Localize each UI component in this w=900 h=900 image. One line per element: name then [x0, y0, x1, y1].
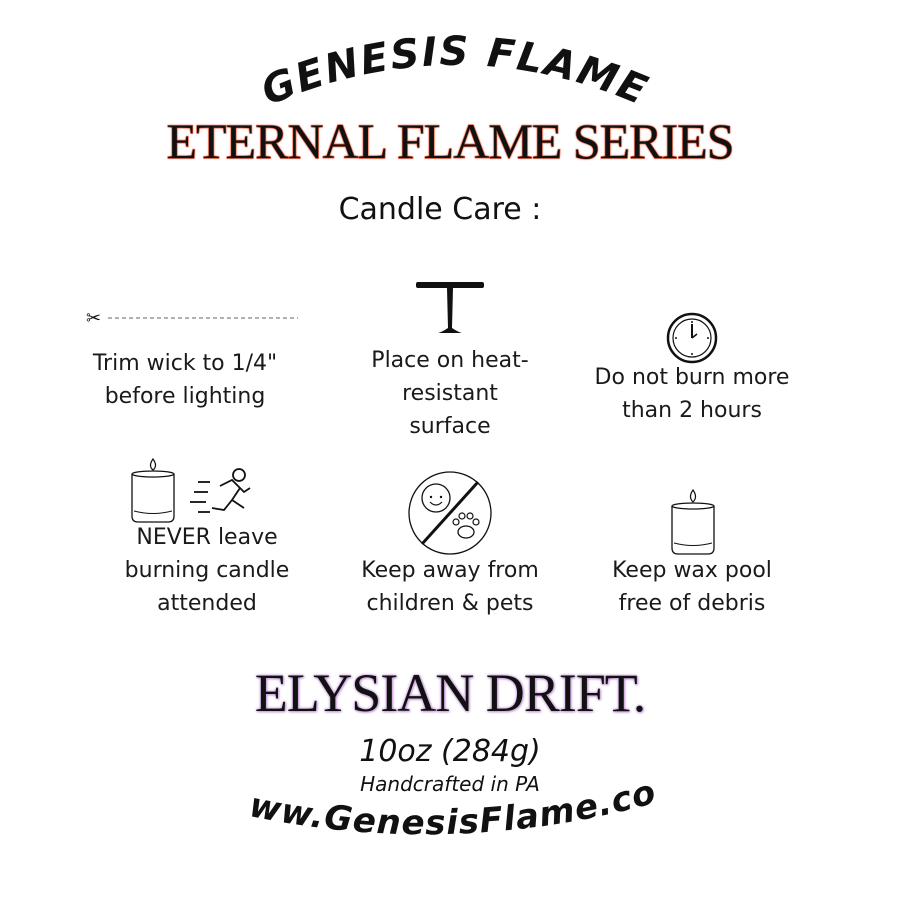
table-icon — [416, 282, 484, 333]
instruction-heat-resistant: Place on heat- resistant surface — [371, 344, 528, 443]
instruction-line: surface — [409, 414, 491, 439]
candle-icon — [671, 488, 715, 555]
scent-name: ELYSIAN DRIFT. — [254, 663, 647, 723]
instruction-burn-time: Do not burn more than 2 hours — [595, 361, 790, 427]
instruction-line: Keep away from — [361, 558, 539, 583]
instruction-line: attended — [157, 591, 257, 616]
svg-text:✂: ✂ — [86, 308, 101, 329]
series-title: ETERNAL FLAME SERIES — [166, 112, 735, 169]
brand-title: GENESIS FLAME — [255, 29, 653, 115]
candle-running-person-icon — [131, 457, 251, 523]
instruction-children-pets: Keep away from children & pets — [361, 554, 539, 620]
svg-text:GENESIS FLAME: GENESIS FLAME — [255, 29, 655, 115]
instruction-line: children & pets — [366, 591, 534, 616]
weight: 10oz (284g) — [359, 734, 541, 769]
instruction-line: than 2 hours — [622, 398, 762, 423]
instruction-line: resistant — [402, 381, 498, 406]
instruction-line: before lighting — [104, 384, 266, 409]
instruction-wax-pool: Keep wax pool free of debris — [612, 554, 772, 620]
origin: Handcrafted in PA — [360, 772, 540, 796]
care-heading: Candle Care : — [338, 192, 542, 227]
clock-icon — [666, 312, 718, 364]
instruction-line: NEVER leave — [136, 525, 278, 550]
instruction-line: Place on heat- — [371, 348, 529, 373]
instruction-line: burning candle — [124, 558, 290, 583]
instruction-line: Do not burn more — [594, 365, 790, 390]
scissors-icon: ✂ — [86, 308, 298, 329]
instruction-line: Trim wick to 1/4" — [92, 351, 278, 376]
no-children-pets-icon — [408, 471, 492, 555]
instruction-trim-wick: Trim wick to 1/4" before lighting — [93, 347, 277, 413]
instruction-line: free of debris — [618, 591, 766, 616]
instruction-line: Keep wax pool — [612, 558, 772, 583]
instruction-never-leave: NEVER leave burning candle attended — [125, 521, 290, 620]
